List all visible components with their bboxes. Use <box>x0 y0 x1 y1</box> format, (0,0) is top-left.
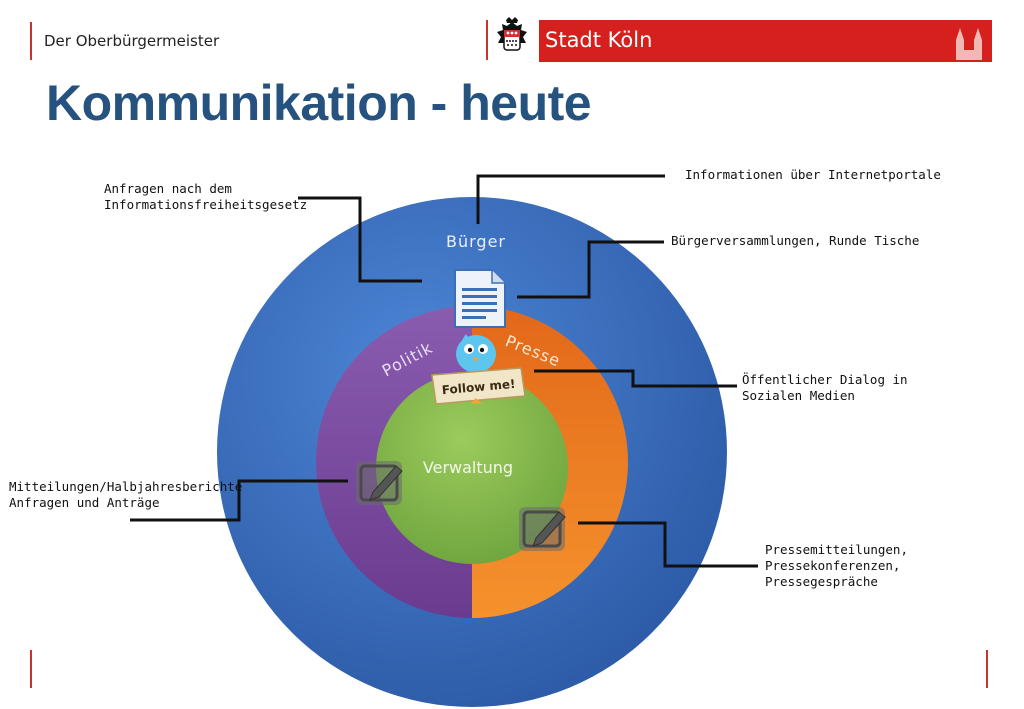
callout-ifg-line2: Informationsfreiheitsgesetz <box>104 197 308 212</box>
logo-text: Stadt Köln <box>545 28 653 52</box>
callout-social-line2: Sozialen Medien <box>742 388 855 403</box>
verwaltung-label: Verwaltung <box>423 458 513 477</box>
connector-internet <box>476 174 665 224</box>
callout-social-line1: Öffentlicher Dialog in <box>742 372 908 387</box>
org-label: Der Oberbürgermeister <box>44 32 220 50</box>
twitter-bird-icon <box>456 334 496 373</box>
connector-lines <box>130 174 758 568</box>
callout-social: Öffentlicher Dialog in Sozialen Medien <box>742 372 908 404</box>
cathedral-icon <box>956 28 982 60</box>
callout-presse-line3: Pressegespräche <box>765 574 878 589</box>
connector-versammlungen <box>517 240 664 299</box>
callout-presse: Pressemitteilungen, Pressekonferenzen, P… <box>765 542 908 590</box>
connector-social <box>534 369 737 388</box>
follow-me-badge: Follow me! <box>431 367 526 405</box>
page-title: Kommunikation - heute <box>46 75 592 131</box>
left-top-accent <box>30 22 32 60</box>
callout-politik: Mitteilungen/Halbjahresberichte Anfragen… <box>9 479 242 511</box>
callout-internet: Informationen über Internetportale <box>685 167 941 182</box>
buerger-label: Bürger <box>446 232 506 251</box>
edit-icon <box>356 461 403 505</box>
callout-versammlungen: Bürgerversammlungen, Runde Tische <box>671 233 920 248</box>
right-bottom-accent <box>986 650 988 688</box>
follow-me-text: Follow me! <box>441 377 516 397</box>
callout-presse-line1: Pressemitteilungen, <box>765 542 908 557</box>
callout-ifg-line1: Anfragen nach dem <box>104 181 232 196</box>
coat-of-arms-logo <box>486 17 527 60</box>
edit-icon <box>519 507 566 551</box>
callout-ifg: Anfragen nach dem Informationsfreiheitsg… <box>104 181 307 213</box>
callout-presse-line2: Pressekonferenzen, <box>765 558 901 573</box>
connector-ifg <box>298 196 422 283</box>
callout-politik-line1: Mitteilungen/Halbjahresberichte <box>9 479 243 494</box>
left-bottom-accent <box>30 650 32 688</box>
connector-politik <box>130 479 348 522</box>
callout-politik-line2: Anfragen und Anträge <box>9 495 160 510</box>
logo-bar <box>539 20 992 62</box>
document-icon <box>454 269 506 328</box>
connector-presse <box>578 521 758 568</box>
